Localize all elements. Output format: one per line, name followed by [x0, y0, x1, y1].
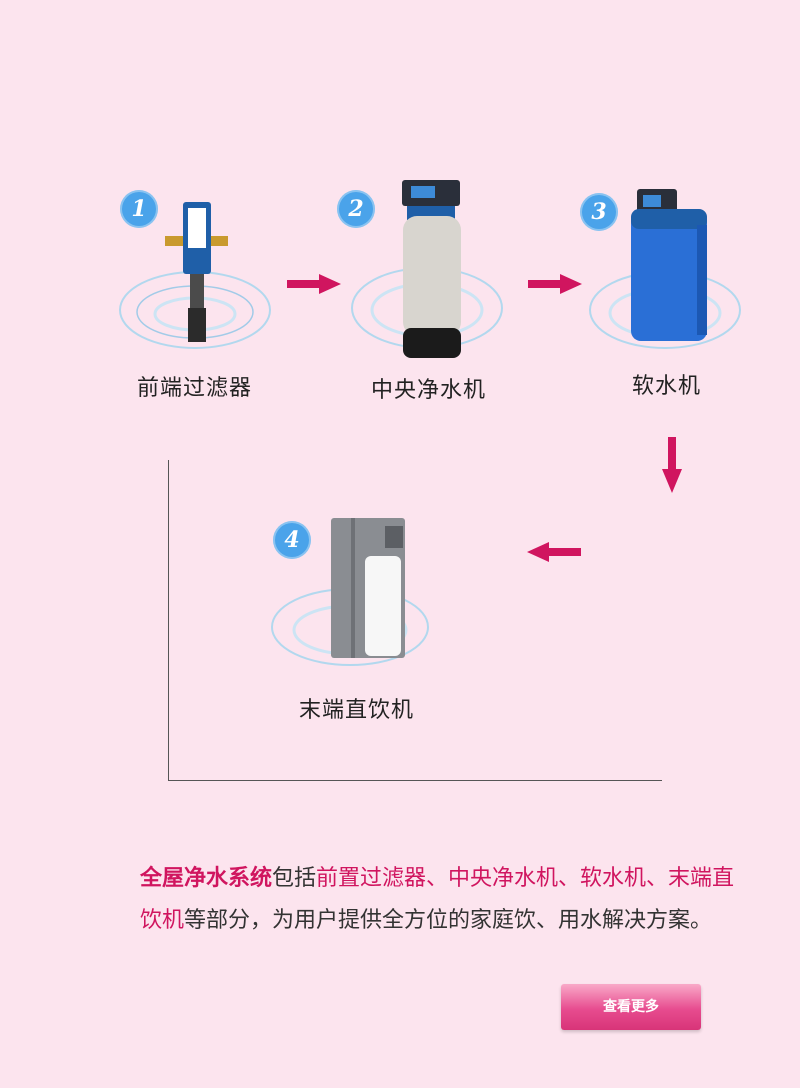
step-1-badge: 1	[120, 190, 158, 228]
step-3-badge: 3	[580, 193, 618, 231]
component-drinking-machine: 末端直饮机	[140, 866, 735, 933]
arrow-left-icon	[527, 542, 581, 562]
description-text: 等部分，为用户提供全方位的家庭饮、用水解决方案。	[184, 908, 713, 933]
description-text: 包括	[272, 866, 317, 891]
step-4-product-image	[265, 512, 435, 672]
step-2-product-image	[345, 178, 510, 363]
step-3-label: 软水机	[632, 374, 702, 399]
step-3-product-image	[585, 185, 745, 360]
step-4-badge: 4	[273, 521, 311, 559]
step-4-label: 末端直饮机	[299, 698, 415, 723]
system-description: 全屋净水系统包括前置过滤器、中央净水机、软水机、末端直饮机等部分，为用户提供全方…	[140, 858, 740, 942]
step-1-product-image	[110, 200, 280, 360]
arrow-down-icon	[662, 437, 682, 493]
step-2-label: 中央净水机	[371, 378, 487, 403]
connector-line-vertical	[168, 460, 169, 780]
view-more-button[interactable]: 查看更多	[561, 984, 701, 1030]
arrow-right-icon	[528, 274, 582, 294]
connector-line-horizontal	[168, 780, 662, 781]
system-name: 全屋净水系统	[140, 866, 273, 891]
step-2-badge: 2	[337, 190, 375, 228]
component-list: 前置过滤器、中央净水机、软水机、	[316, 866, 669, 891]
arrow-right-icon	[287, 274, 341, 294]
step-1-label: 前端过滤器	[137, 376, 253, 401]
